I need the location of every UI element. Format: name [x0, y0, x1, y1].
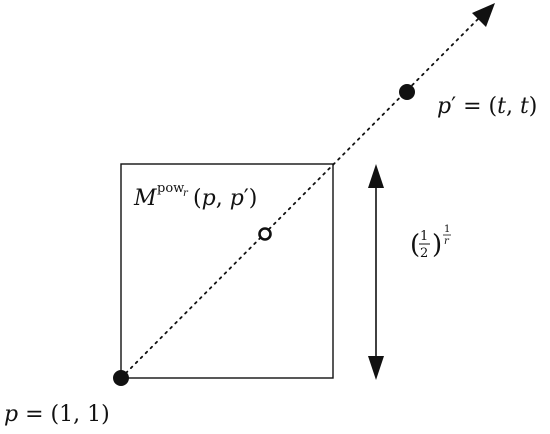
diagonal-arrowhead: [472, 3, 495, 27]
dotted-diagonal-line: [120, 16, 481, 379]
svg-text:1: 1: [420, 229, 428, 244]
svg-text:(p, p′): (p, p′): [193, 186, 257, 211]
svg-text:): ): [432, 230, 442, 260]
svg-text:r: r: [183, 188, 189, 199]
label-p: p = (1, 1): [4, 402, 110, 427]
svg-text:pow: pow: [157, 181, 184, 196]
unit-square: [120, 163, 334, 379]
svg-text:M: M: [133, 186, 157, 211]
svg-text:r: r: [444, 236, 450, 247]
point-p: [113, 370, 129, 386]
label-p-prime: p′ = (t, t): [437, 94, 537, 119]
side-length-arrow-top-head: [368, 164, 384, 188]
label-side-length: ( 1 2 ) 1 r: [410, 224, 451, 261]
point-p-prime: [399, 84, 415, 100]
svg-text:(: (: [410, 230, 420, 260]
point-power-mean: [258, 227, 272, 241]
svg-text:2: 2: [420, 246, 428, 261]
label-power-mean: M pow r (p, p′): [133, 181, 257, 211]
svg-text:1: 1: [444, 224, 450, 235]
side-length-arrow-bottom-head: [368, 356, 384, 380]
